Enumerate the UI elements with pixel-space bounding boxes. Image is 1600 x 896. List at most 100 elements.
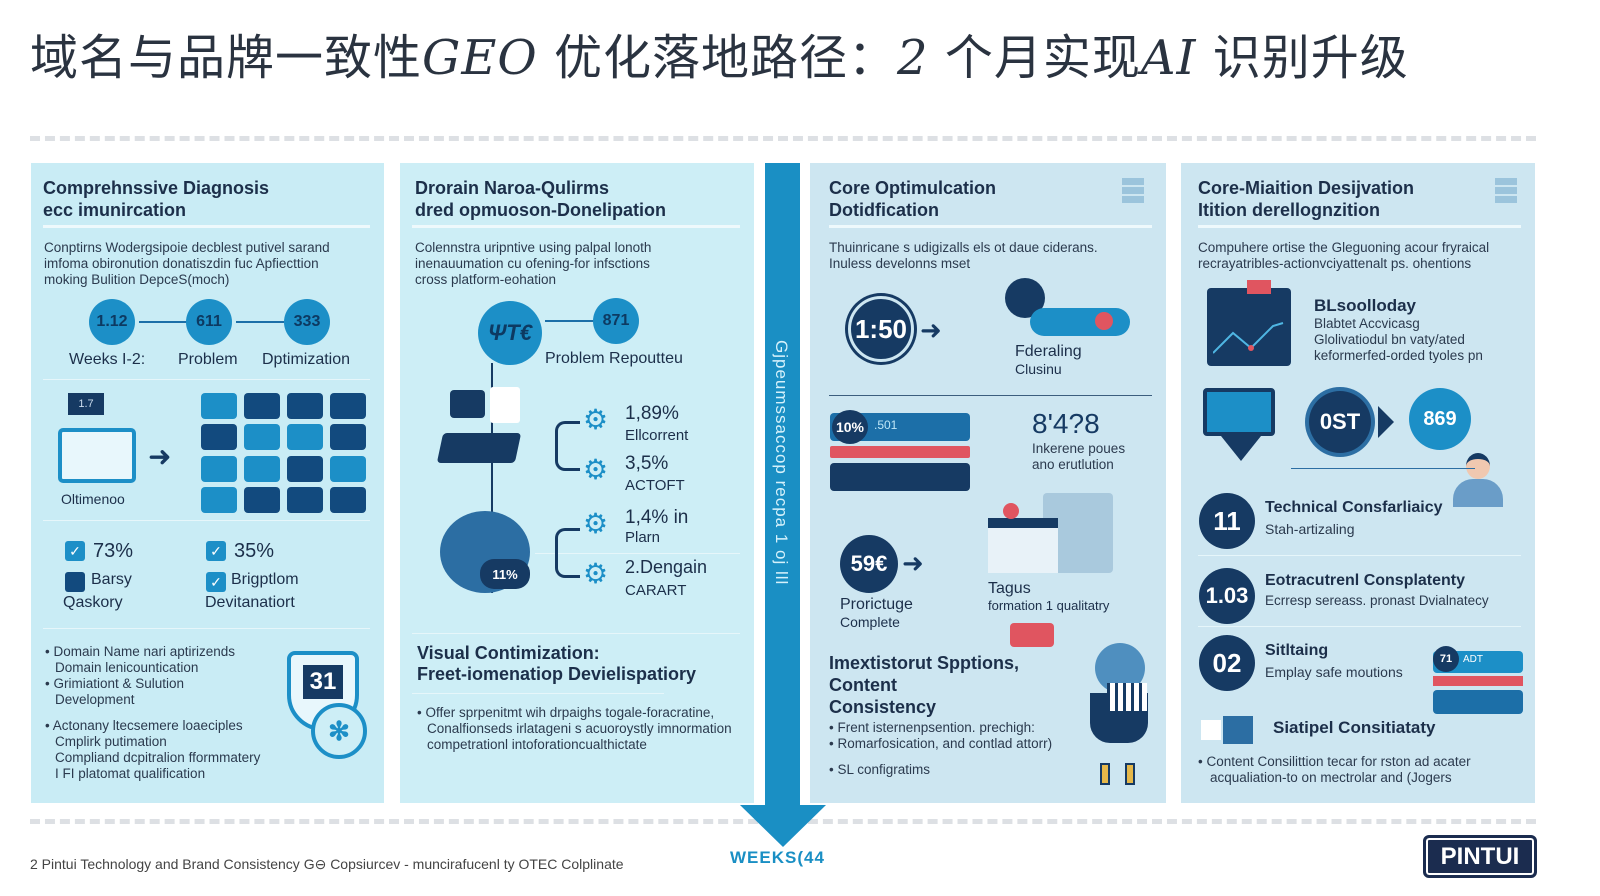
title-text: 域名与品牌一致性 (30, 30, 423, 86)
step-circle: 869 (1409, 388, 1471, 450)
divider (30, 136, 1536, 141)
divider (412, 225, 740, 228)
arrow-icon (139, 321, 187, 323)
arrow-down-icon (740, 805, 826, 847)
bracket (555, 421, 580, 471)
divider (412, 633, 740, 634)
metric-value: 1,89% (625, 403, 679, 424)
divider (1198, 225, 1521, 228)
title-text: 识别升级 (1196, 30, 1409, 86)
item-title: Eotracutrenl Consplatenty (1265, 572, 1466, 589)
step-label: Dptimization (262, 351, 351, 368)
step-label: Weeks I-2: (69, 351, 146, 368)
step-circle: ΨΤ€ (478, 301, 542, 365)
divider (412, 693, 664, 694)
metric-value: 2.Dengain (625, 557, 708, 577)
brand-logo: PINTUI (1423, 835, 1537, 878)
item-number: 02 (1199, 635, 1255, 691)
step-circle: 1.12 (89, 299, 135, 345)
step-circle: 59€ (840, 535, 898, 593)
gear-icon: ⚙ (583, 508, 609, 539)
item-subtitle: Stah-artizaling (1265, 521, 1355, 537)
chart-window-icon (1207, 280, 1291, 366)
section-title: Visual Contimization:Freet-iomenatiop De… (417, 643, 697, 684)
timeline-bar (765, 163, 800, 808)
check-icon: ✓ (206, 541, 226, 561)
arrow-right-icon: ➜ (148, 441, 172, 472)
bullet-list: • Frent isternenpsention. prechigh:• Rom… (829, 720, 1053, 777)
divider (43, 379, 370, 380)
step-label: Problem Repoutteu (545, 350, 683, 367)
step-circle: 871 (593, 298, 639, 344)
stat-label: Brigptlom (231, 571, 299, 588)
bracket (555, 528, 580, 578)
timeline-label: Gjpeumssaccop recpa 1 oj lll (772, 340, 791, 586)
metric-label: CARART (625, 582, 687, 599)
panel-description: Thuinricane s udigizalls els ot daue cid… (829, 240, 1098, 271)
divider (43, 225, 370, 228)
stat-value: 35% (234, 540, 275, 562)
icon-label: Oltimenoo (61, 491, 125, 507)
check-icon: ✓ (206, 572, 226, 592)
connector-line (491, 363, 493, 593)
windows-icon (988, 488, 1138, 583)
timeline-weeks: WEEKS(44 (730, 848, 825, 867)
grid-icon (1495, 178, 1517, 204)
divider (43, 628, 370, 629)
item-number: 11 (1199, 493, 1255, 549)
metric-value: 1,4% in (625, 507, 689, 528)
metric-label: ACTOFT (625, 477, 685, 494)
divider (1291, 468, 1475, 469)
title-text: 个月实现 (928, 30, 1141, 86)
step-label: Problem (178, 351, 238, 368)
document-icon: 1.7 (58, 393, 138, 488)
panel-description: Colennstra uripntive using palpal lonoth… (415, 240, 652, 287)
divider (1198, 555, 1521, 556)
page-title: 域名与品牌一致性GEO 优化落地路径：2 个月实现AI 识别升级 (30, 18, 1409, 88)
item-subtitle: Ecrresp sereass. pronast Dvialnatecy (1265, 593, 1489, 608)
laptop-icon (436, 385, 530, 465)
step-circle: 333 (284, 299, 330, 345)
item-number: 1.03 (1199, 568, 1255, 624)
title-num: 2 (897, 30, 929, 86)
arrow-right-icon: ➜ (920, 315, 942, 345)
gear-icon: ⚙ (583, 558, 609, 589)
title-geo: GEO (422, 30, 538, 86)
gear-icon: ⚙ (583, 454, 609, 485)
arrow-icon (545, 320, 595, 322)
divider (43, 520, 370, 521)
person-icon (1451, 443, 1506, 508)
panel-description: Compuhere ortise the Gleguoning acour fr… (1198, 240, 1490, 271)
metric-label: Plarn (625, 529, 661, 546)
check-icon: ✓ (65, 541, 85, 561)
timer-circle: 0ST (1309, 391, 1371, 453)
grid-icon (1122, 178, 1144, 204)
person-icon (1085, 643, 1155, 788)
arrow-icon (236, 321, 284, 323)
section-title: Siatipel Consitiataty (1273, 718, 1436, 737)
grid-icon (201, 393, 371, 513)
feature-title: BLsoolloday (1314, 296, 1417, 315)
gear-icon: ⚙ (583, 404, 609, 435)
footer-text: 2 Pintui Technology and Brand Consistenc… (30, 856, 624, 872)
bullet-list: • Offer sprpenitmt wih drpaighs togale-f… (417, 705, 732, 752)
bullet-list: • Content Consilittion tecar for rston a… (1198, 754, 1471, 785)
square-icon (65, 572, 85, 592)
item-title: Technical Consfarliaicy (1265, 499, 1443, 516)
title-ai: AI (1140, 30, 1197, 86)
item-title: Sitltaing (1265, 642, 1329, 659)
devices-icon: 11% (440, 511, 530, 593)
play-icon (1378, 406, 1394, 438)
item-subtitle: Emplay safe moutions (1265, 664, 1403, 680)
